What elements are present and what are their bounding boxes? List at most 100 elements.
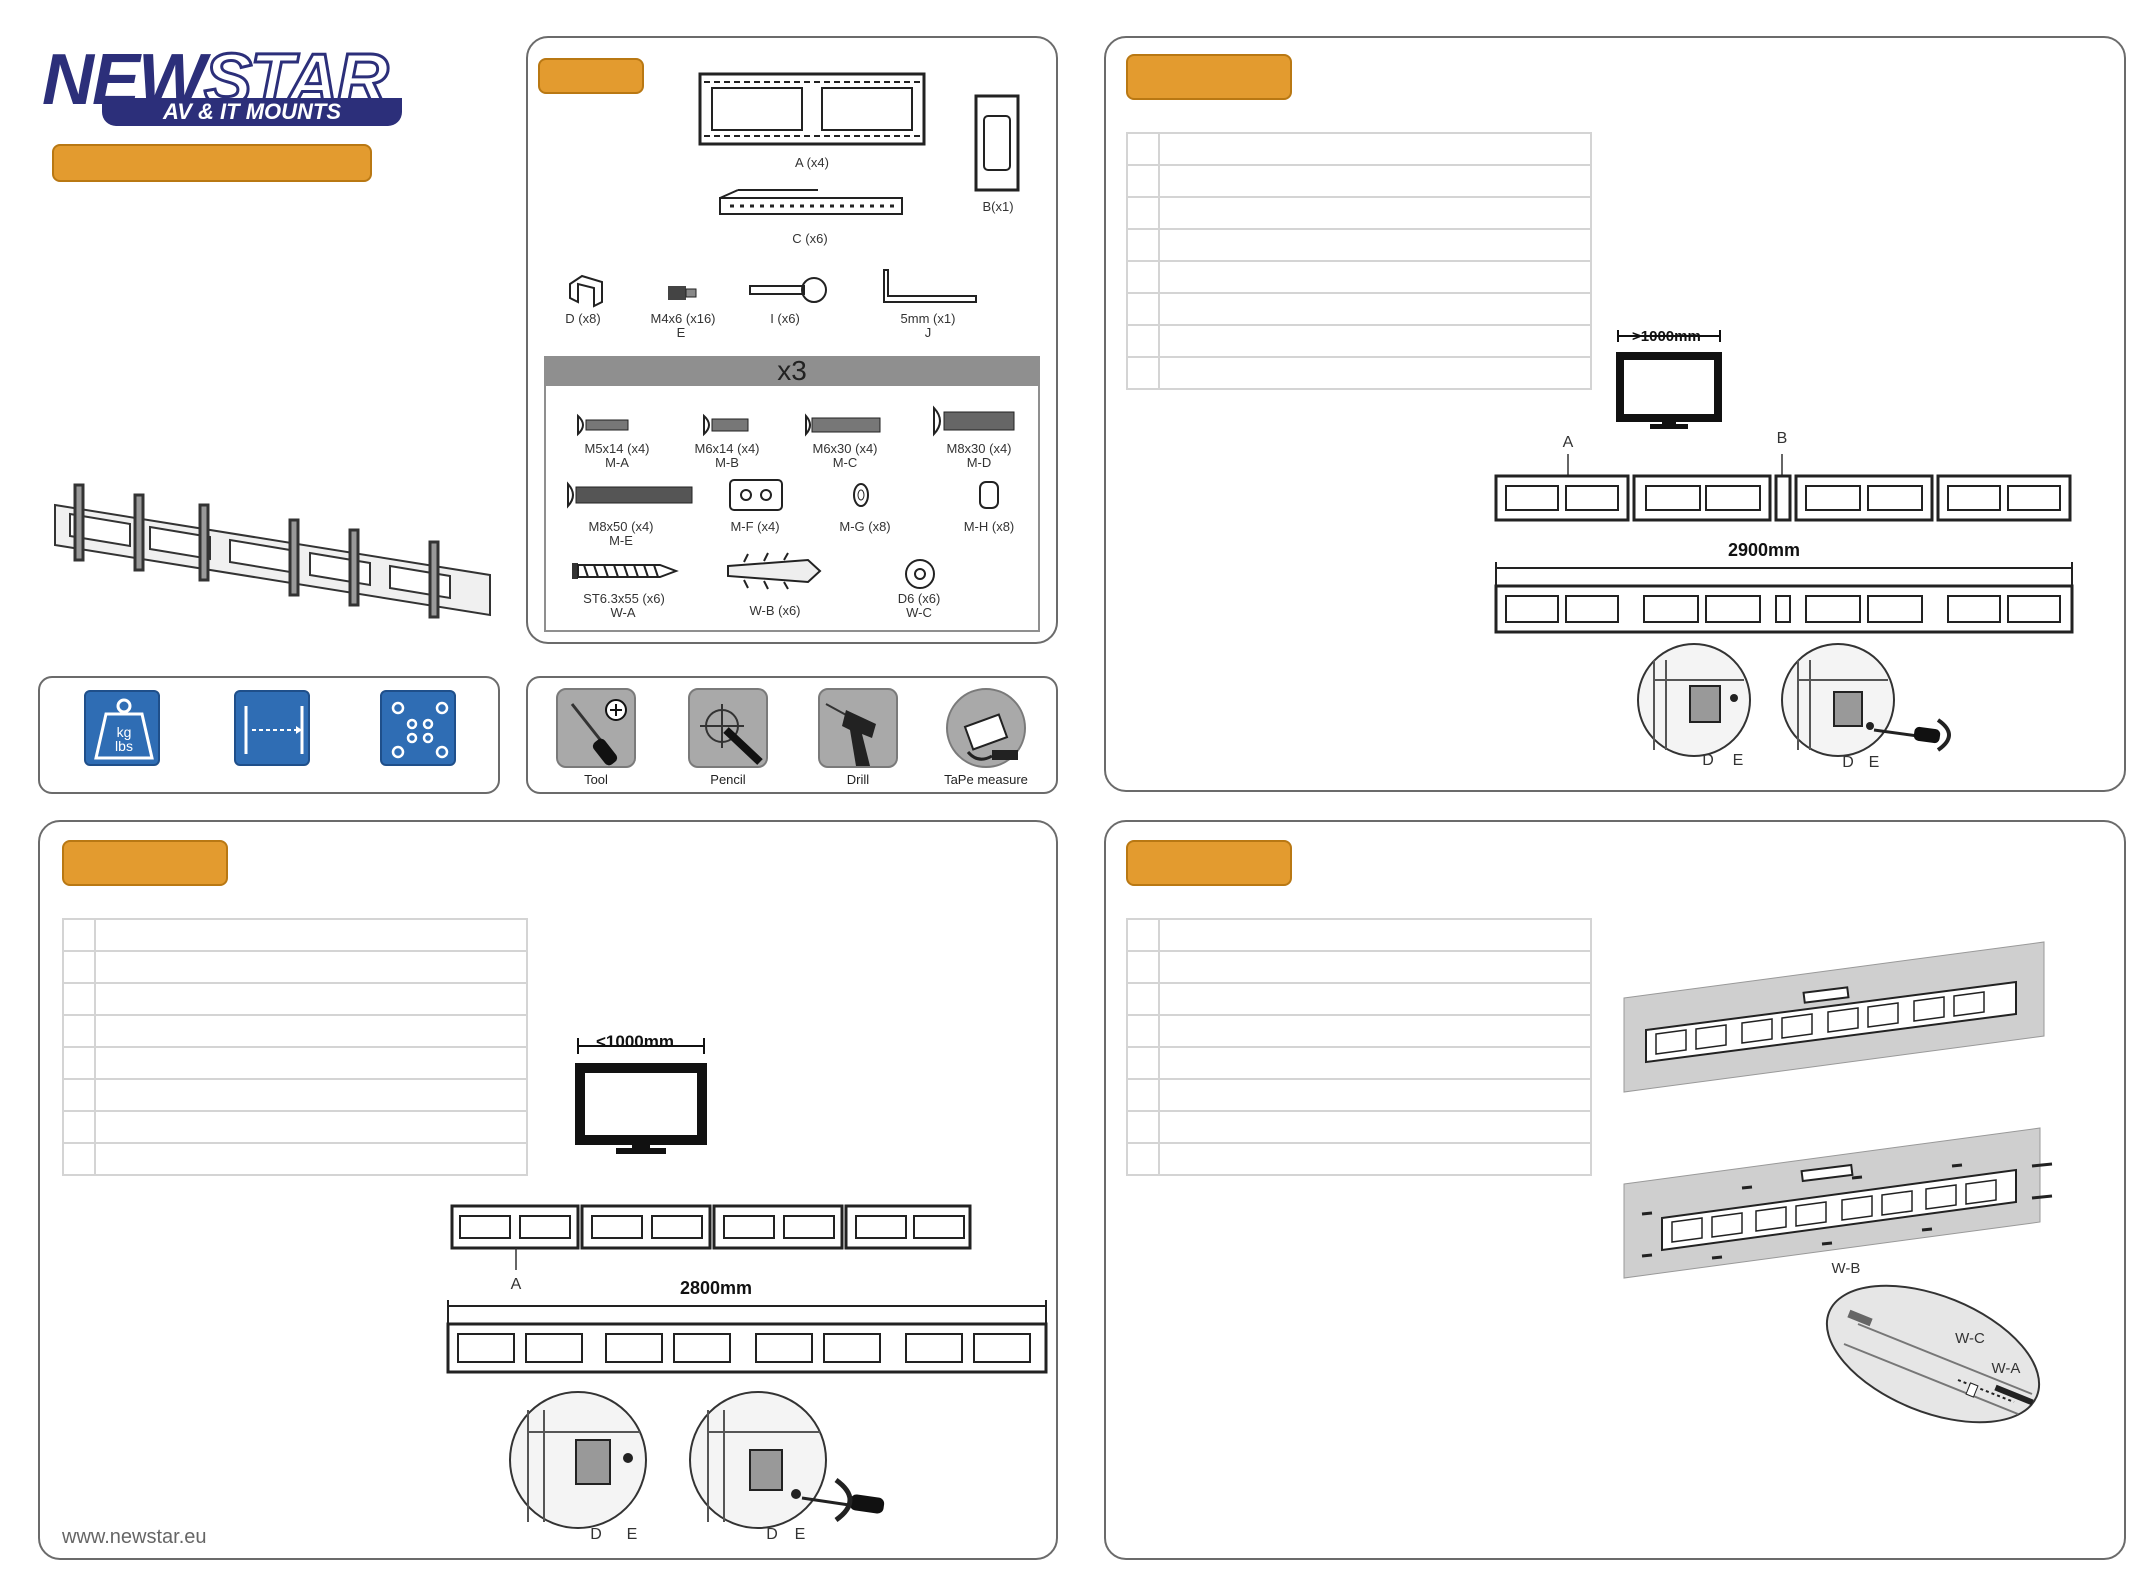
part-c-label: C (x6) xyxy=(792,231,828,246)
hw-w-c-id: W-C xyxy=(906,605,932,620)
part-i-label: I (x6) xyxy=(770,311,800,326)
logo-wordmark: NEWSTAR xyxy=(42,39,390,122)
hw-w-a-id: W-A xyxy=(610,605,636,620)
screen-dim-small: <1000mm xyxy=(596,1032,674,1051)
step-text-table-3 xyxy=(1126,918,1592,1176)
label-d-2a: D xyxy=(590,1526,602,1543)
hw-w-c-label: D6 (x6) xyxy=(897,591,941,606)
part-j-image xyxy=(883,269,977,303)
total-length-large: 2900mm xyxy=(1728,540,1801,560)
label-e-2a: E xyxy=(626,1526,638,1543)
hw-m-h-label: M-H (x8) xyxy=(963,519,1015,534)
label-w-a: W-A xyxy=(1991,1360,2021,1377)
tool-label-tape-measure: TaPe measure xyxy=(944,772,1028,787)
part-a-image xyxy=(698,72,926,146)
hw-m-c-id: M-C xyxy=(832,455,858,470)
hw-m-a-label: M5x14 (x4) xyxy=(584,441,650,456)
mount-overview-image xyxy=(54,483,491,619)
parts-title-bar xyxy=(538,58,644,94)
hw-m-b-label: M6x14 (x4) xyxy=(694,441,760,456)
screwdriver-icon xyxy=(556,688,636,768)
monitor-icon-small xyxy=(575,1038,707,1154)
hardware-multiplier: x3 xyxy=(544,356,1040,386)
hw-m-g-image xyxy=(853,483,869,507)
screw-w-a-image xyxy=(572,563,679,579)
part-d-image xyxy=(569,274,603,308)
label-a-bottom: A xyxy=(510,1276,522,1293)
detail-circle-2b xyxy=(689,1391,885,1529)
label-d-1b: D xyxy=(1842,754,1854,771)
hw-w-b-label: W-B (x6) xyxy=(749,603,801,618)
screw-m-d-image xyxy=(933,405,1015,437)
step-text-table-2 xyxy=(62,918,528,1176)
part-j-id: J xyxy=(924,325,932,340)
part-c-image xyxy=(719,189,903,215)
label-a-top: A xyxy=(1562,434,1574,451)
tool-label-drill: Drill xyxy=(846,772,870,787)
drill-icon xyxy=(818,688,898,768)
hw-m-g-label: M-G (x8) xyxy=(839,519,891,534)
monitor-icon-large xyxy=(1616,330,1722,429)
rails-separated-large xyxy=(1494,454,2072,522)
hw-w-a-label: ST6.3x55 (x6) xyxy=(583,591,665,606)
part-a-label: A (x4) xyxy=(795,155,829,170)
part-b-label: B(x1) xyxy=(982,199,1014,214)
rails-joined-small xyxy=(446,1300,1048,1374)
label-w-b: W-B xyxy=(1831,1260,1861,1277)
kg-text: kg xyxy=(117,724,132,740)
screw-m-c-image xyxy=(805,413,881,437)
screw-m-a-image xyxy=(577,413,629,437)
part-j-label: 5mm (x1) xyxy=(900,311,956,326)
washer-w-c-image xyxy=(905,559,935,589)
detail-circle-1a xyxy=(1637,643,1751,757)
part-e-label: M4x6 (x16) xyxy=(650,311,716,326)
detail-circle-2a xyxy=(509,1391,647,1529)
screw-m-e-image xyxy=(567,481,693,509)
logo-tagline: AV & IT MOUNTS xyxy=(102,98,402,126)
label-e-1a: E xyxy=(1732,752,1744,769)
step-title-bar-2 xyxy=(62,840,228,886)
step-text-table-1 xyxy=(1126,132,1592,390)
product-title-bar xyxy=(52,144,372,182)
part-i-image xyxy=(749,277,827,303)
pencil-icon xyxy=(688,688,768,768)
detail-circle-1b xyxy=(1781,643,1951,757)
label-d-2b: D xyxy=(766,1526,778,1543)
part-e-id: E xyxy=(676,325,686,340)
label-e-1b: E xyxy=(1868,754,1880,771)
vesa-pattern-icon xyxy=(380,690,456,766)
footer-url[interactable]: www.newstar.eu xyxy=(62,1526,207,1548)
weight-capacity-icon: kg lbs xyxy=(84,690,160,766)
hw-m-a-id: M-A xyxy=(605,455,629,470)
rails-joined-large xyxy=(1494,562,2074,634)
screw-m-b-image xyxy=(703,413,749,437)
hw-m-d-label: M8x30 (x4) xyxy=(946,441,1012,456)
hw-m-h-image xyxy=(979,481,999,509)
wall-drilling-image xyxy=(1623,1127,2053,1279)
screen-size-icon xyxy=(234,690,310,766)
rails-separated-small xyxy=(450,1204,972,1270)
hw-m-e-id: M-E xyxy=(609,533,633,548)
total-length-small: 2800mm xyxy=(680,1278,753,1298)
hw-m-c-label: M6x30 (x4) xyxy=(812,441,878,456)
hw-m-f-image xyxy=(729,479,783,511)
hw-m-f-label: M-F (x4) xyxy=(730,519,780,534)
lbs-text: lbs xyxy=(115,738,133,754)
tape-measure-icon xyxy=(946,688,1026,768)
label-e-2b: E xyxy=(794,1526,806,1543)
screen-dim-large: >1000mm xyxy=(1632,328,1701,345)
step-title-bar-1 xyxy=(1126,54,1292,100)
step-title-bar-3 xyxy=(1126,840,1292,886)
label-d-1a: D xyxy=(1702,752,1714,769)
wall-with-rail-image xyxy=(1623,941,2045,1093)
part-b-image xyxy=(974,94,1020,192)
label-w-c: W-C xyxy=(1955,1330,1985,1347)
hw-m-e-label: M8x50 (x4) xyxy=(588,519,654,534)
label-b-top: B xyxy=(1776,430,1788,447)
tool-label-pencil: Pencil xyxy=(710,772,746,787)
anchor-w-b-image xyxy=(727,552,822,590)
hw-m-b-id: M-B xyxy=(715,455,739,470)
anchor-detail-ellipse xyxy=(1825,1284,2041,1424)
brand-logo: NEWSTAR AV & IT MOUNTS xyxy=(42,39,402,130)
part-e-image xyxy=(668,286,697,300)
